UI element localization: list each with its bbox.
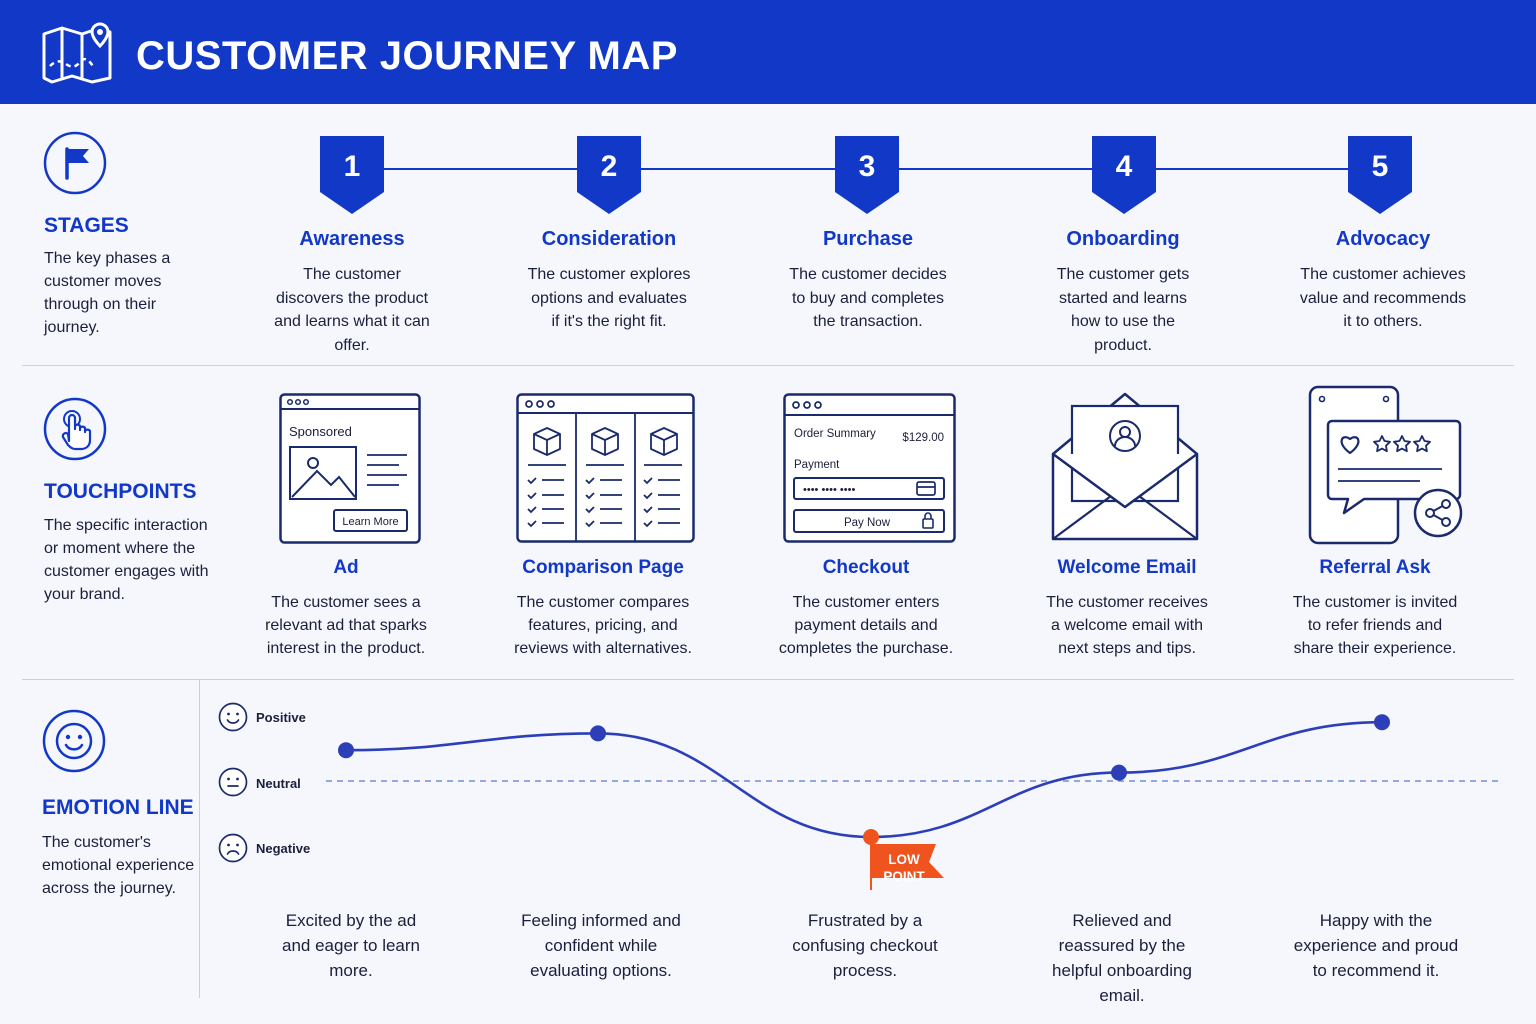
emotion-point [1374, 714, 1390, 731]
stage-desc: The customer decides to buy and complete… [789, 266, 947, 330]
low-point-label-1: LOW [888, 852, 920, 867]
header-bar: CUSTOMER JOURNEY MAP [0, 0, 1536, 104]
checkout-payment-label: Payment [794, 459, 840, 471]
stage-number: 1 [343, 150, 361, 183]
checkout-price: $129.00 [902, 432, 944, 444]
stage-desc: The customer gets started and learns how… [1056, 266, 1190, 354]
stage-badge [1348, 136, 1412, 214]
stage-connector [383, 168, 577, 170]
stage-number: 5 [1371, 150, 1389, 183]
stage-number: 2 [600, 150, 618, 183]
stage-number: 3 [858, 150, 876, 183]
ad-sponsored-label: Sponsored [289, 424, 352, 439]
ad-learn-more-button: Learn More [342, 516, 398, 528]
stage-desc: The customer explores options and evalua… [527, 266, 691, 330]
negative-face-icon [218, 833, 248, 863]
stage-badge [1092, 136, 1156, 214]
envelope-icon [1051, 392, 1199, 541]
section-divider [22, 365, 1514, 366]
referral-share-icon [1308, 385, 1463, 545]
stage-number: 4 [1115, 150, 1133, 183]
emotion-caption: Happy with the experience and proud to r… [1293, 911, 1459, 980]
emotion-point [590, 725, 606, 742]
stage-desc: The customer achieves value and recommen… [1299, 266, 1467, 330]
emotion-section-desc: The customer's emotional experience acro… [42, 834, 195, 897]
checkout-order-summary-label: Order Summary [794, 428, 876, 440]
touchpoint-title: Comparison Page [522, 557, 684, 578]
sponsored-ad-icon: Sponsored Learn More [279, 393, 421, 544]
stages-section-title: STAGES [44, 214, 129, 237]
comparison-table-icon [516, 393, 695, 543]
emotion-level-positive: Positive [256, 710, 306, 725]
stage-desc: The customer discovers the product and l… [274, 266, 430, 354]
section-divider [22, 679, 1514, 680]
pointer-hand-icon [43, 397, 107, 461]
stage-connector [1155, 168, 1348, 170]
touchpoint-desc: The customer enters payment details and … [778, 594, 954, 657]
checkout-pay-now-button: Pay Now [844, 517, 891, 529]
touchpoint-desc: The customer sees a relevant ad that spa… [265, 594, 427, 657]
touchpoints-section-desc: The specific interaction or moment where… [44, 517, 209, 603]
emotion-caption: Excited by the ad and eager to learn mor… [282, 911, 420, 980]
emotion-caption: Relieved and reassured by the helpful on… [1052, 911, 1192, 1005]
emotion-curve [345, 720, 1383, 839]
map-pin-icon [42, 22, 112, 84]
stage-connector [898, 168, 1092, 170]
emotion-point [338, 742, 354, 759]
touchpoint-title: Checkout [822, 557, 910, 578]
low-point-flag: LOW POINT [870, 836, 944, 890]
stage-title: Onboarding [1066, 228, 1180, 250]
touchpoint-desc: The customer compares features, pricing,… [514, 594, 692, 657]
flag-icon [43, 131, 107, 195]
emotion-caption: Feeling informed and confident while eva… [521, 911, 681, 980]
checkout-card-field: •••• •••• •••• [803, 484, 855, 496]
touchpoint-desc: The customer is invited to refer friends… [1292, 594, 1458, 657]
emotion-axis-divider [199, 680, 200, 998]
stage-title: Advocacy [1335, 228, 1431, 250]
neutral-face-icon [218, 767, 248, 797]
touchpoint-title: Welcome Email [1057, 557, 1197, 578]
emotion-section-title: EMOTION LINE [42, 796, 194, 819]
stage-badge [577, 136, 641, 214]
touchpoint-desc: The customer receives a welcome email wi… [1046, 594, 1208, 657]
stage-title: Awareness [299, 228, 405, 250]
stage-title: Consideration [541, 228, 677, 250]
emotion-level-neutral: Neutral [256, 776, 301, 791]
touchpoints-section-title: TOUCHPOINTS [44, 480, 197, 503]
emotion-point [1111, 764, 1127, 781]
touchpoint-title: Ad [333, 557, 359, 578]
touchpoint-title: Referral Ask [1319, 557, 1431, 578]
checkout-form-icon: Order Summary $129.00 Payment •••• •••• … [783, 393, 956, 543]
stage-badge [320, 136, 384, 214]
emotion-line-chart: LOW POINT [326, 714, 1502, 890]
emotion-caption: Frustrated by a confusing checkout proce… [792, 911, 938, 980]
page-title: CUSTOMER JOURNEY MAP [136, 34, 678, 78]
stages-section-desc: The key phases a customer moves through … [44, 250, 171, 336]
emotion-level-negative: Negative [256, 841, 311, 856]
smiley-icon [42, 709, 106, 773]
stage-badge [835, 136, 899, 214]
positive-face-icon [218, 702, 248, 732]
low-point-label-2: POINT [883, 869, 925, 884]
stage-title: Purchase [822, 228, 914, 250]
stage-connector [640, 168, 835, 170]
